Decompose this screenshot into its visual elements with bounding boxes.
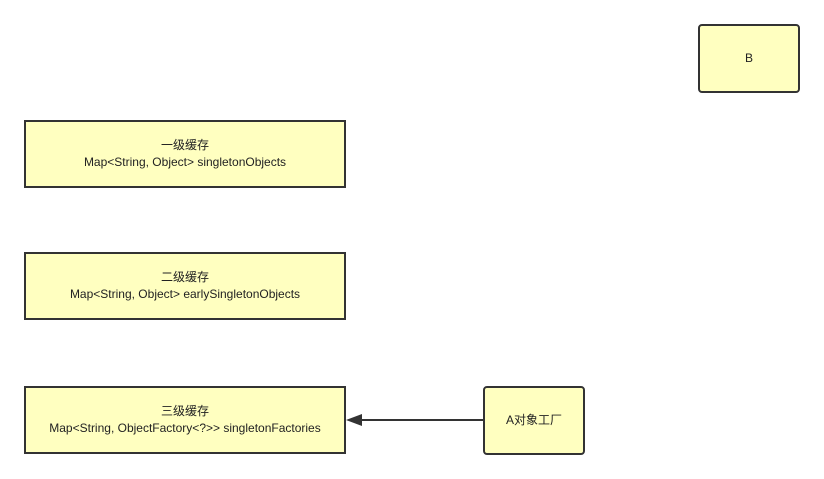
cache-level1-subtitle: Map<String, Object> singletonObjects <box>83 155 287 169</box>
cache-level2-title: 二级缓存 <box>160 270 209 284</box>
node-cache-level1[interactable]: 一级缓存 Map<String, Object> singletonObject… <box>24 120 346 188</box>
cache-level1-title: 一级缓存 <box>160 138 209 152</box>
a-factory-label: A对象工厂 <box>505 413 562 427</box>
cache-level3-title: 三级缓存 <box>160 404 209 418</box>
cache-level3-subtitle: Map<String, ObjectFactory<?>> singletonF… <box>49 421 321 435</box>
node-b-label: B <box>744 51 753 65</box>
node-cache-level3[interactable]: 三级缓存 Map<String, ObjectFactory<?>> singl… <box>24 386 346 454</box>
node-a-factory[interactable]: A对象工厂 <box>483 386 585 455</box>
edge-a-factory-to-cache-level3[interactable] <box>346 414 483 426</box>
node-b[interactable]: B <box>698 24 800 93</box>
cache-level2-subtitle: Map<String, Object> earlySingletonObject… <box>69 287 301 301</box>
arrowhead-icon <box>346 414 362 426</box>
node-cache-level2[interactable]: 二级缓存 Map<String, Object> earlySingletonO… <box>24 252 346 320</box>
